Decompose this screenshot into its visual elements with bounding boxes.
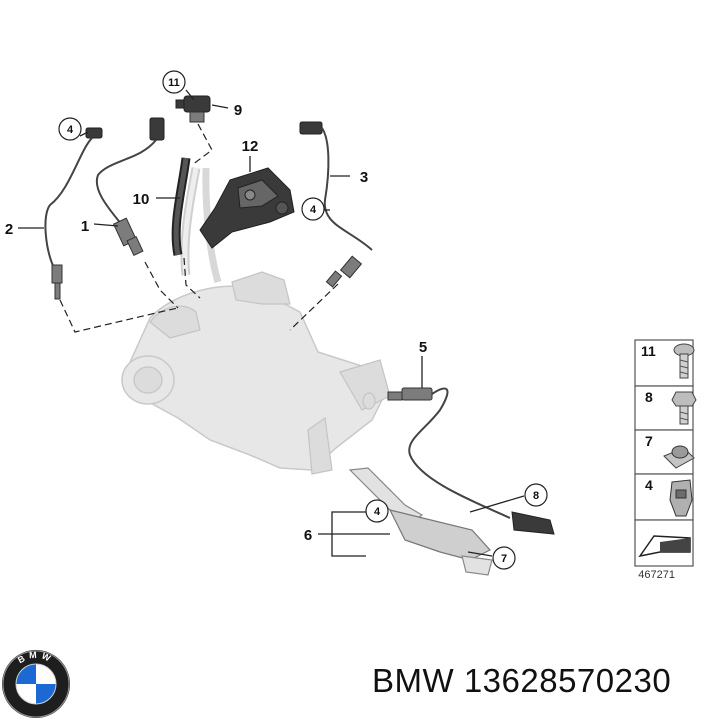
callout-circle-8 bbox=[524, 483, 548, 507]
callout-9: 9 bbox=[234, 102, 242, 119]
legend-label-11: 11 bbox=[641, 343, 656, 359]
arrow-wedge-icon bbox=[638, 535, 691, 558]
callout-5: 5 bbox=[419, 339, 427, 356]
callout-2: 2 bbox=[5, 221, 13, 238]
hex-bolt-icon bbox=[671, 391, 697, 425]
hardware-legend: 11 8 7 4 bbox=[634, 339, 697, 581]
lambda-sensor-1 bbox=[95, 117, 165, 257]
callout-6: 6 bbox=[304, 527, 312, 544]
legend-label-8: 8 bbox=[645, 389, 653, 405]
callout-11: 11 bbox=[168, 77, 180, 89]
callout-circle-11 bbox=[162, 70, 186, 94]
callout-7: 7 bbox=[501, 553, 507, 565]
bolt-icon bbox=[673, 343, 695, 379]
legend-label-7: 7 bbox=[645, 433, 653, 449]
callouts: 11 9 12 4 10 3 4 2 1 5 8 4 6 7 bbox=[5, 70, 548, 570]
bmw-logo: BMW bbox=[2, 650, 70, 718]
callout-4a: 4 bbox=[67, 124, 74, 136]
assembly-dashes bbox=[59, 123, 339, 333]
pressure-sensor-9 bbox=[175, 95, 211, 123]
temp-sensor-2 bbox=[44, 127, 103, 300]
callout-10: 10 bbox=[133, 191, 150, 208]
lambda-sensor-5 bbox=[387, 387, 555, 535]
callout-4b: 4 bbox=[310, 204, 317, 216]
callout-circle-4b bbox=[301, 197, 325, 221]
callout-circle-4a bbox=[58, 117, 82, 141]
catalytic-converter-ghost bbox=[121, 271, 391, 475]
callout-4c: 4 bbox=[374, 506, 381, 518]
bracket-6 bbox=[348, 467, 493, 576]
callout-12: 12 bbox=[242, 138, 259, 155]
catalog-number: 467271 bbox=[638, 569, 675, 581]
callout-circle-4c bbox=[365, 499, 389, 523]
callout-circle-7 bbox=[492, 546, 516, 570]
sensor-bracket-12 bbox=[199, 167, 295, 249]
temp-sensor-3 bbox=[299, 121, 373, 288]
callout-1: 1 bbox=[81, 218, 89, 235]
cable-clip-icon bbox=[669, 479, 693, 517]
leader-lines bbox=[18, 89, 525, 557]
callout-8: 8 bbox=[533, 490, 539, 502]
callout-3: 3 bbox=[360, 169, 368, 186]
legend-label-4: 4 bbox=[645, 477, 653, 493]
clip-nut-icon bbox=[663, 445, 695, 469]
part-number-caption: BMW 13628570230 bbox=[372, 662, 672, 699]
